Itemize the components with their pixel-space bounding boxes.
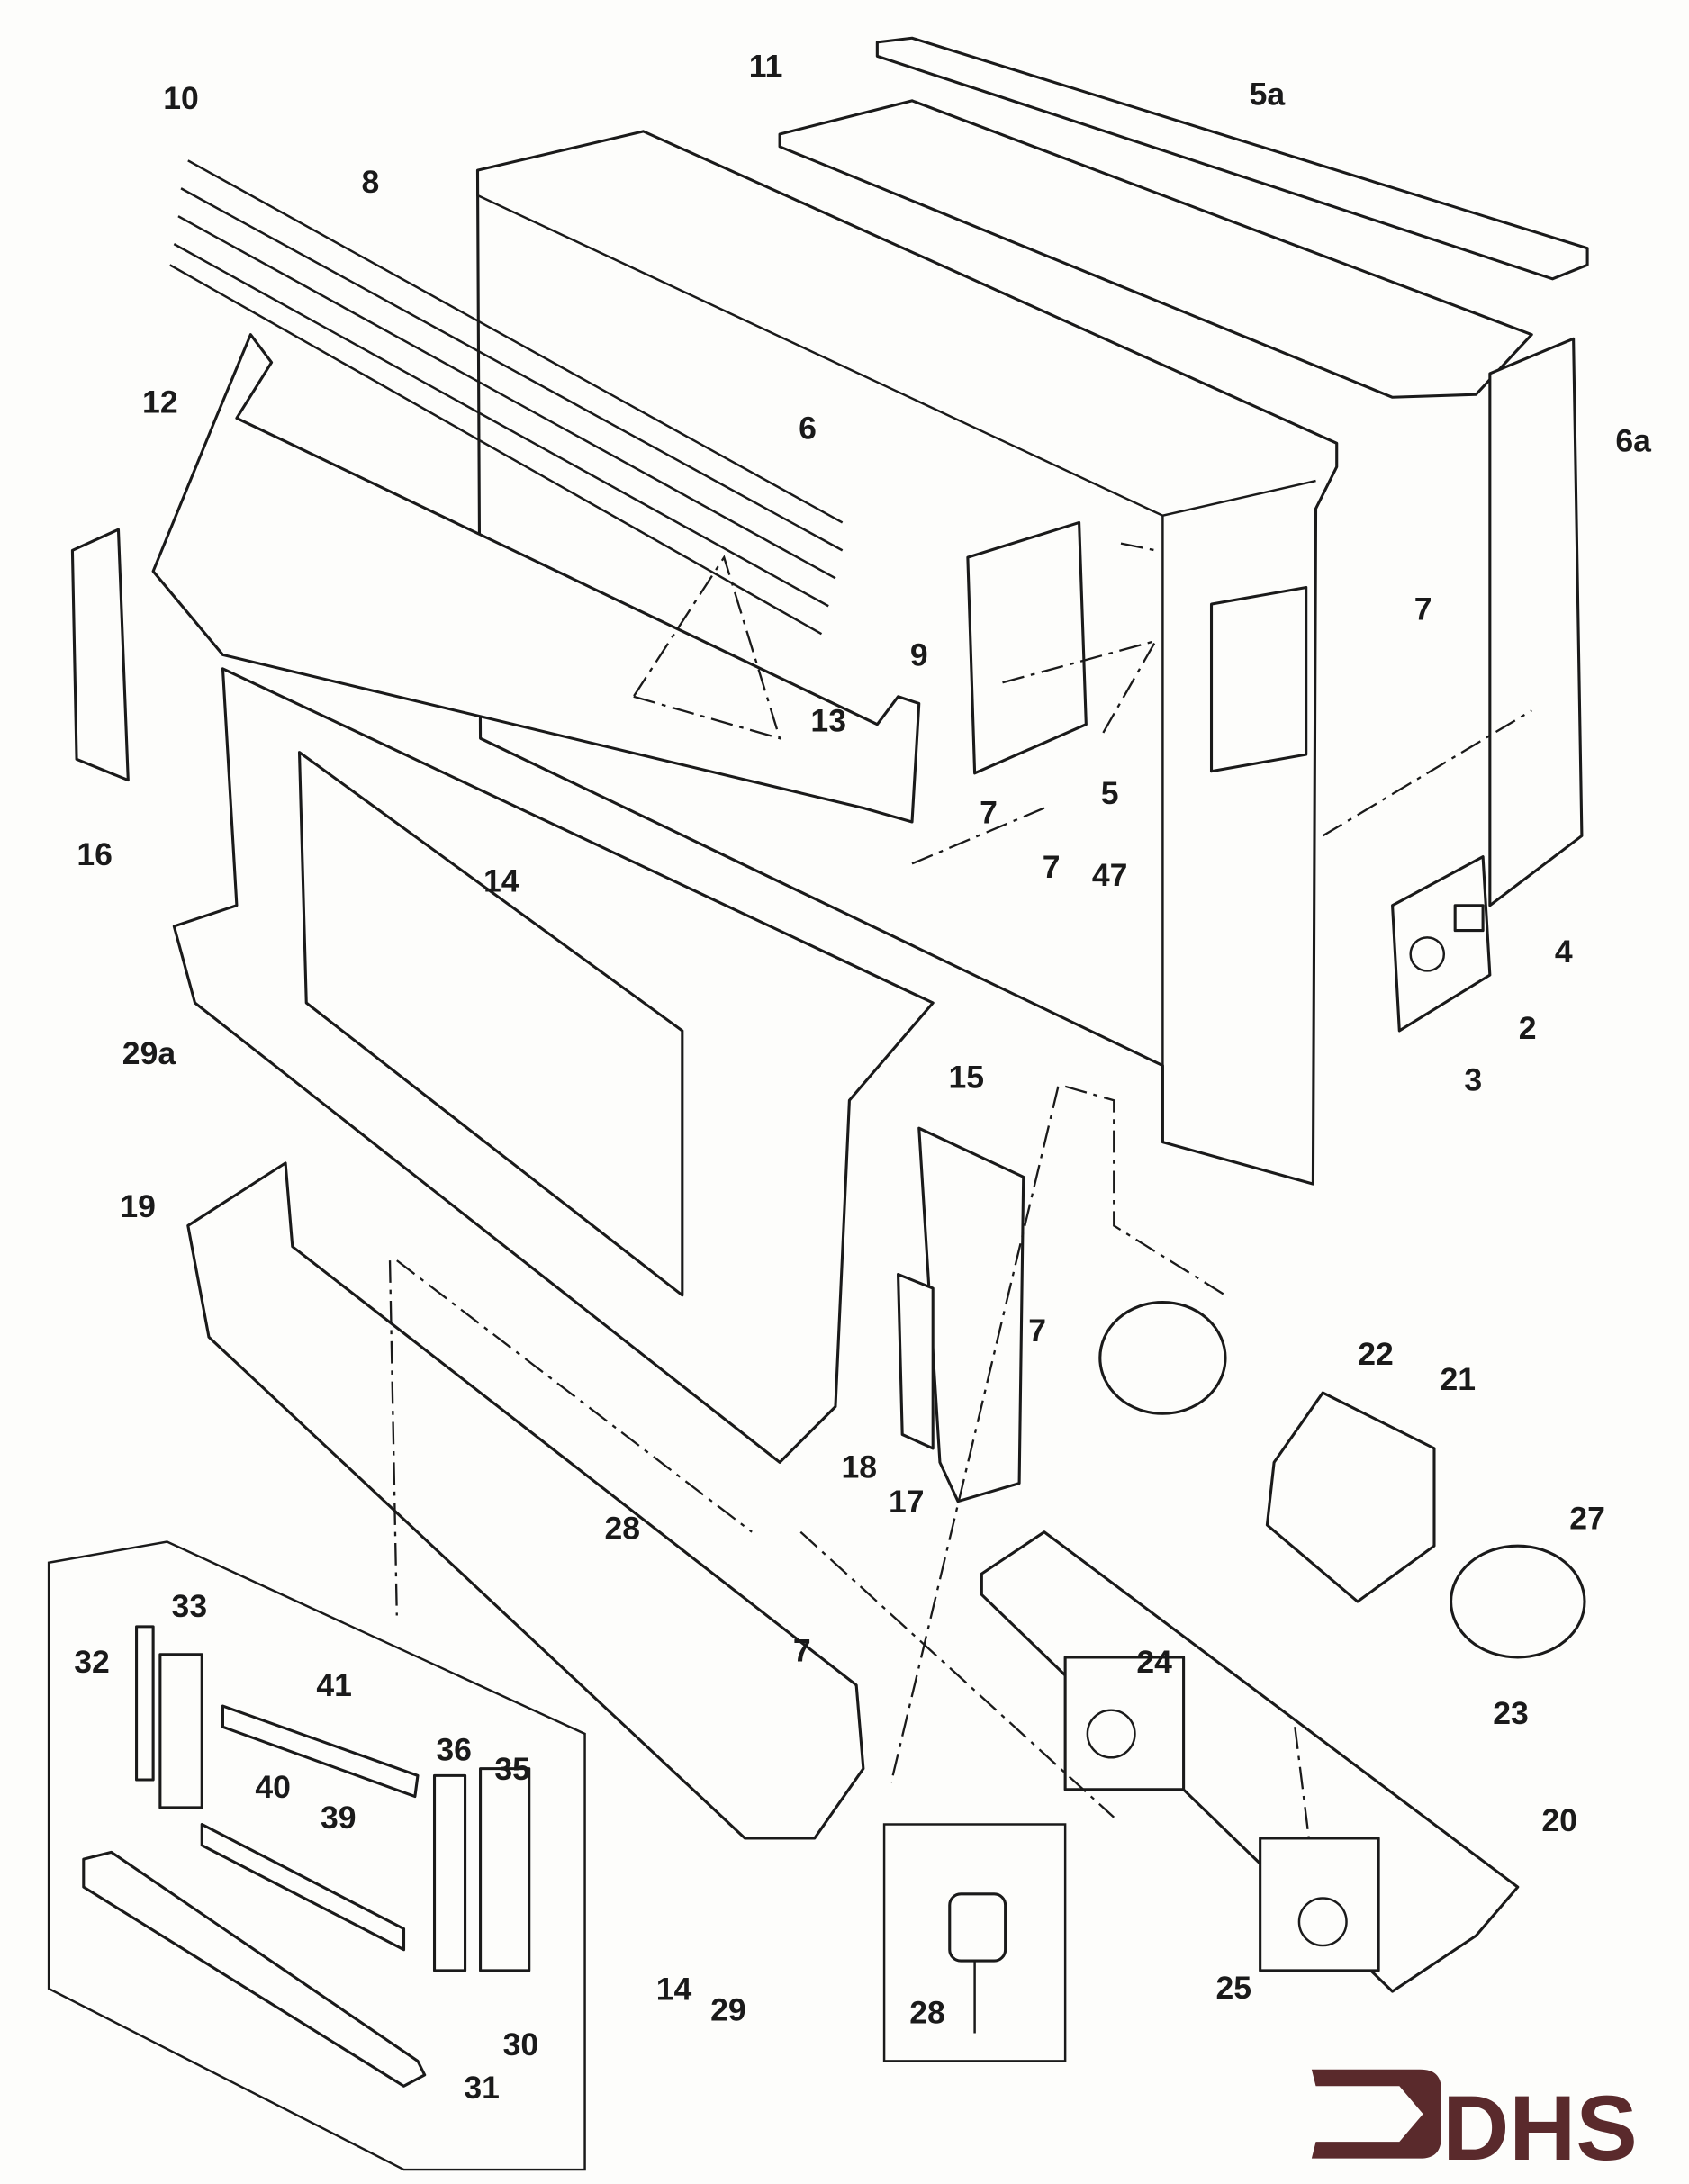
label-33: 33 <box>172 1588 208 1624</box>
label-22: 22 <box>1358 1336 1394 1372</box>
fire-front <box>172 667 935 1464</box>
label-3: 3 <box>1464 1061 1482 1097</box>
label-18: 18 <box>841 1448 877 1485</box>
label-32: 32 <box>74 1644 110 1680</box>
top-lid <box>875 36 1589 281</box>
canopy <box>151 333 921 824</box>
side-panel-left <box>70 528 130 782</box>
base-tray <box>980 1530 1520 1993</box>
label-15: 15 <box>949 1059 985 1095</box>
label-7: 7 <box>980 795 998 831</box>
bulbs <box>1098 1300 1586 1659</box>
label-7: 7 <box>1414 591 1432 627</box>
logo-text: DHS <box>1442 2077 1638 2179</box>
label-47: 47 <box>1092 857 1128 893</box>
label-31: 31 <box>464 2070 500 2106</box>
label-28: 28 <box>605 1510 641 1546</box>
rails <box>169 159 844 636</box>
label-7: 7 <box>1028 1313 1046 1349</box>
label-24: 24 <box>1136 1644 1172 1680</box>
label-36: 36 <box>436 1731 472 1767</box>
logo-arrow-icon <box>1311 2069 1441 2159</box>
side-bracket <box>917 1126 1025 1503</box>
label-40: 40 <box>255 1769 291 1805</box>
lamp-bracket <box>1265 1391 1436 1603</box>
label-7: 7 <box>1043 849 1061 885</box>
label-41: 41 <box>316 1667 352 1703</box>
label-27: 27 <box>1569 1501 1605 1537</box>
label-29: 29 <box>710 1992 746 2028</box>
bracket-5 <box>966 520 1088 775</box>
label-30: 30 <box>503 2026 539 2062</box>
label-14: 14 <box>656 1971 692 2007</box>
label-4: 4 <box>1555 934 1573 970</box>
label-13: 13 <box>810 702 846 738</box>
label-7: 7 <box>793 1633 811 1669</box>
rear-panel <box>1488 337 1584 907</box>
label-5: 5 <box>1101 775 1119 811</box>
assembly-lines <box>388 542 1532 1839</box>
label-5a: 5a <box>1250 76 1286 112</box>
label-16: 16 <box>77 836 113 872</box>
plug-inset <box>882 1823 1067 2062</box>
part-labels: 10 8 11 5a 12 6 6a 7 9 13 16 5 7 14 7 47… <box>74 49 1651 2107</box>
label-25: 25 <box>1215 1970 1251 2006</box>
label-14: 14 <box>483 862 519 898</box>
fuel-bed-inset <box>47 1540 586 2171</box>
label-28: 28 <box>909 1995 945 2031</box>
front-tray <box>186 1161 865 1840</box>
label-35: 35 <box>494 1751 530 1787</box>
label-20: 20 <box>1541 1802 1577 1838</box>
label-39: 39 <box>321 1800 357 1836</box>
plate-17 <box>896 1273 935 1450</box>
dhs-logo: DHS <box>1311 2069 1638 2179</box>
label-21: 21 <box>1440 1361 1476 1397</box>
label-17: 17 <box>889 1484 925 1520</box>
cabinet-body <box>475 130 1339 1186</box>
label-19: 19 <box>120 1188 156 1224</box>
top-rail <box>778 99 1533 399</box>
label-10: 10 <box>163 80 199 116</box>
control-panel <box>1391 855 1492 1033</box>
label-2: 2 <box>1519 1010 1537 1046</box>
label-6: 6 <box>799 411 817 447</box>
label-9: 9 <box>910 637 928 673</box>
label-29a: 29a <box>122 1035 176 1071</box>
label-23: 23 <box>1493 1695 1529 1731</box>
label-12: 12 <box>142 384 178 420</box>
label-8: 8 <box>361 164 379 200</box>
label-11: 11 <box>749 49 783 85</box>
label-6a: 6a <box>1615 423 1651 459</box>
